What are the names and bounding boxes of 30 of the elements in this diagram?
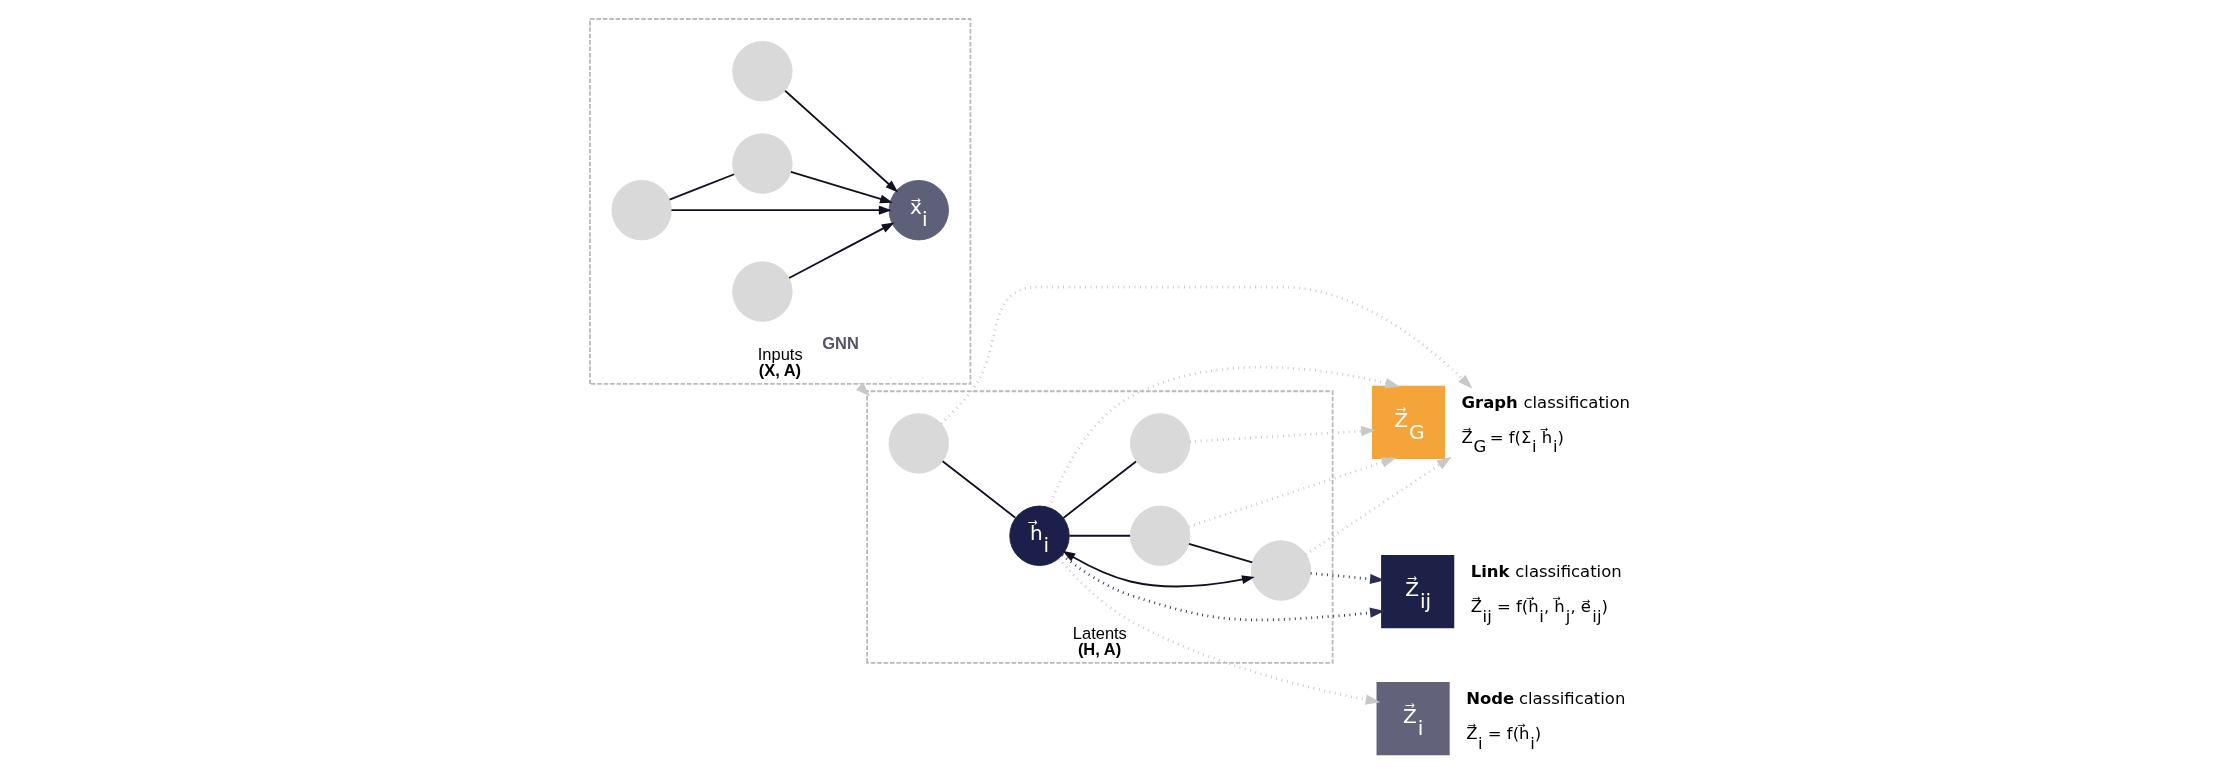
node-label: Link classification xyxy=(1470,562,1622,582)
arrow xyxy=(1057,557,1381,705)
arrow xyxy=(1310,571,1385,585)
arrow xyxy=(1305,456,1452,556)
arrow xyxy=(670,205,892,215)
arrow xyxy=(1061,554,1385,622)
connector xyxy=(1062,460,1137,519)
node-circle xyxy=(1130,505,1191,566)
node-circle xyxy=(1130,413,1191,474)
node-label: Node classification xyxy=(1466,689,1626,709)
node-circle xyxy=(611,180,672,241)
node-circle xyxy=(732,41,793,102)
connector xyxy=(668,173,736,201)
arrow xyxy=(784,89,899,193)
node-circle xyxy=(888,413,949,474)
node-circle xyxy=(732,133,793,194)
arrow xyxy=(1189,425,1376,443)
node-circle xyxy=(1250,540,1312,601)
connector xyxy=(1188,543,1254,564)
connector xyxy=(941,460,1017,519)
arrow xyxy=(790,170,893,204)
node-label: Graph classification xyxy=(1461,393,1630,413)
arrow xyxy=(1062,550,1255,588)
arrow xyxy=(1188,457,1397,528)
arrow xyxy=(1048,365,1400,508)
node-circle xyxy=(732,261,793,322)
arrow xyxy=(940,285,1473,425)
connector xyxy=(1068,534,1132,537)
edge-label: GNN xyxy=(822,333,859,352)
arrow xyxy=(788,222,895,279)
